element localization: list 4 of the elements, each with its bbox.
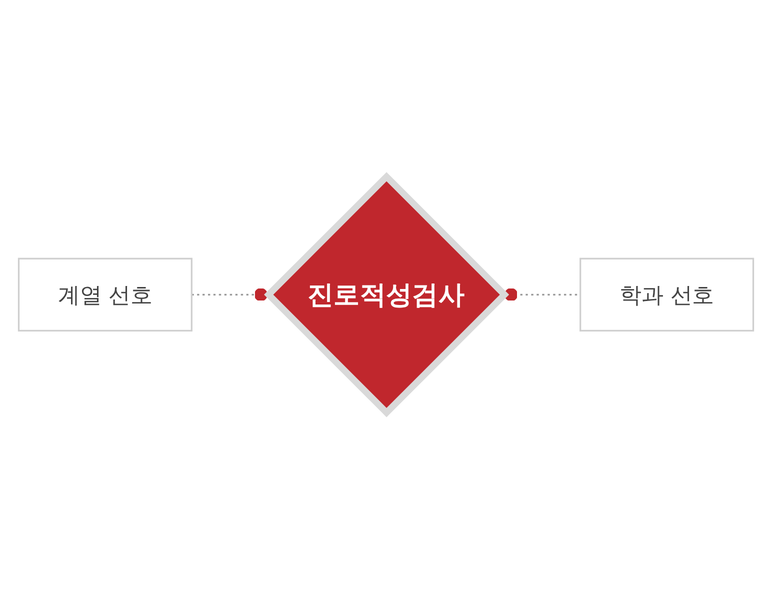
node-box: 계열 선호 bbox=[18, 258, 192, 332]
node-box: 학과 선호 bbox=[580, 258, 754, 332]
node-diamond: 진로적성검사 bbox=[264, 172, 510, 418]
connector bbox=[192, 288, 268, 302]
